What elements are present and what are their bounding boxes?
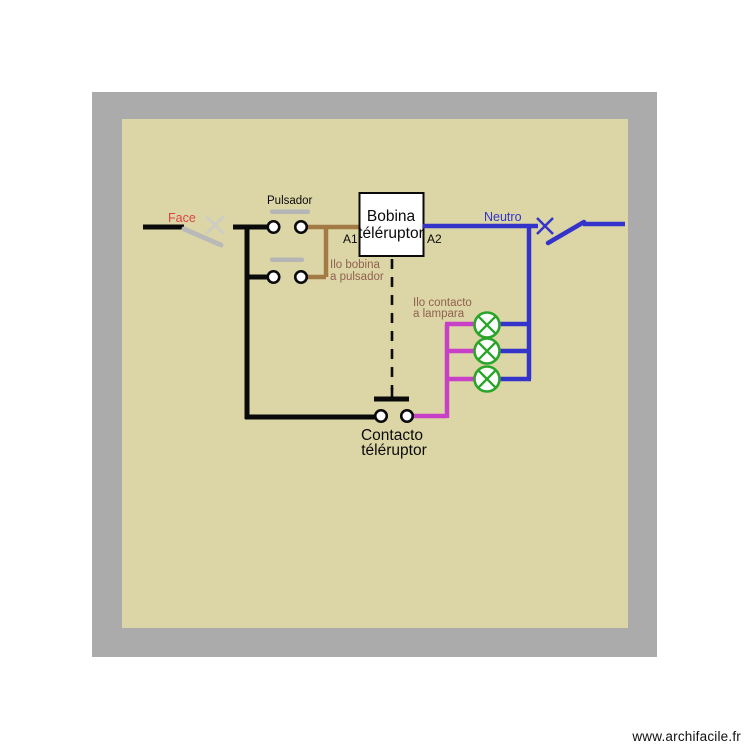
neutro-switch-blade[interactable] [545, 219, 587, 246]
cross-stroke [536, 217, 554, 235]
ilo-bobina-label-line2[interactable]: a pulsador [330, 271, 384, 283]
ilo-bobina-wire[interactable] [306, 224, 360, 280]
archifacile-watermark: www.archifacile.fr [632, 729, 741, 744]
contact-terminal-left[interactable] [373, 408, 389, 424]
contacto-label-line2[interactable]: téléruptor [361, 442, 426, 459]
ilo-contacto-wire[interactable] [413, 321, 475, 419]
pulsador1-terminal-right[interactable] [293, 219, 309, 235]
pulsador1-terminal-left[interactable] [266, 219, 281, 235]
pulsador2-terminal-right[interactable] [293, 269, 309, 285]
neutro-lamp-bus[interactable] [500, 226, 532, 382]
terminal-label-a1: A1 [343, 232, 358, 246]
bobina-label-line2: téléruptor [358, 225, 423, 242]
lamp-cross-stroke [477, 369, 497, 389]
neutro-switch-cross-icon [536, 217, 554, 235]
lamp-symbol-1[interactable] [473, 311, 501, 339]
pulsador1-actuator-bar[interactable] [270, 209, 310, 215]
lamp-cross-stroke [477, 315, 497, 335]
neutro-label[interactable]: Neutro [484, 210, 522, 224]
cross-stroke [204, 214, 226, 236]
phase-switch-cross-icon [204, 214, 226, 236]
lamp-symbol-3[interactable] [473, 365, 501, 393]
contacto-label-line1[interactable]: Contacto [361, 427, 423, 444]
pulsador2-actuator-bar[interactable] [270, 257, 304, 263]
pulsador-label[interactable]: Pulsador [267, 195, 313, 207]
terminal-label-a2: A2 [427, 232, 442, 246]
pulsador2-terminal-left[interactable] [266, 269, 281, 285]
bobina-box[interactable] [358, 192, 425, 257]
phase-switch-blade[interactable] [181, 226, 224, 248]
ilo-contacto-label-line1[interactable]: Ilo contacto [413, 297, 472, 309]
contact-terminal-right[interactable] [399, 408, 415, 424]
ilo-contacto-label-line2[interactable]: a lampara [413, 308, 465, 320]
lamp-symbol-2[interactable] [473, 337, 501, 365]
lamp-cross-stroke [477, 341, 497, 361]
face-label[interactable]: Face [168, 211, 196, 225]
bobina-label-line1: Bobina [367, 208, 416, 225]
ilo-bobina-label-line1[interactable]: Ilo bobina [330, 259, 380, 271]
